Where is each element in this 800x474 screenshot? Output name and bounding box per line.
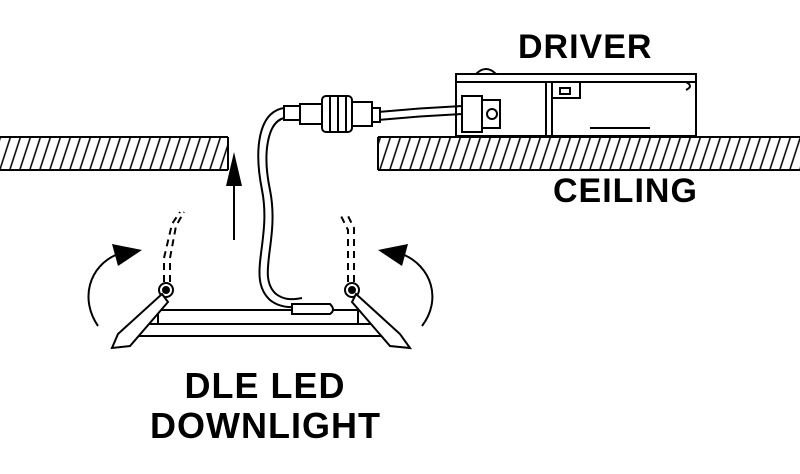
driver-cable (369, 105, 463, 123)
cable-connector (283, 95, 373, 133)
rotate-arrow-right-icon (378, 244, 434, 327)
downlight-fixture (134, 303, 388, 337)
ceiling-label: CEILING (553, 172, 698, 210)
product-label: DLE LED DOWNLIGHT (150, 366, 380, 446)
spring-clip-left (110, 211, 185, 350)
spring-clip-right (339, 211, 413, 350)
driver-label: DRIVER (518, 28, 653, 66)
rotate-arrow-left-icon (87, 244, 142, 327)
product-label-line1: DLE LED (184, 365, 346, 406)
driver-box (455, 68, 697, 137)
ceiling-left (0, 136, 229, 171)
product-label-line2: DOWNLIGHT (150, 405, 381, 446)
fixture-cable (257, 107, 303, 309)
ceiling-right (377, 136, 800, 171)
up-arrow-icon (226, 152, 242, 240)
